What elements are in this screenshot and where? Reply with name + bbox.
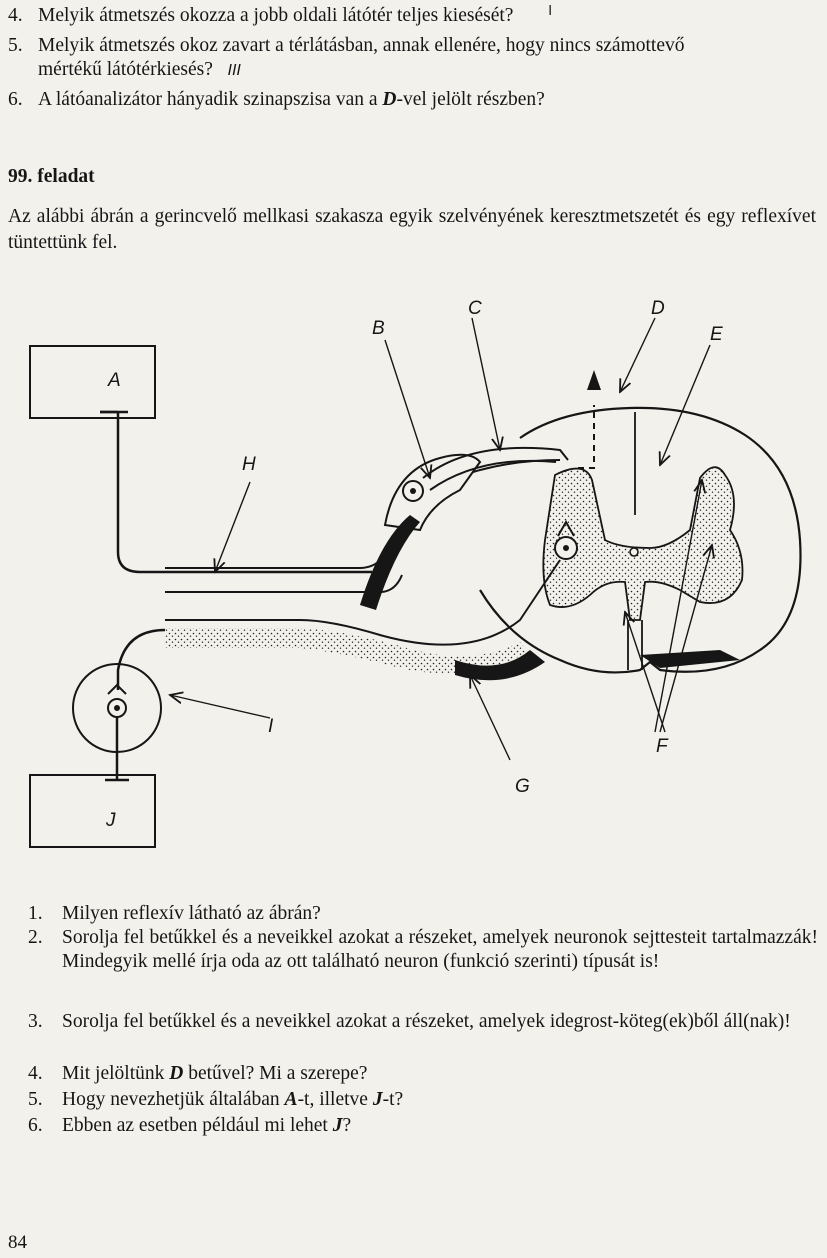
spinal-cord-outline bbox=[479, 406, 802, 674]
label-E: E bbox=[710, 324, 723, 345]
label-C: C bbox=[468, 298, 482, 319]
handwritten-mark: III bbox=[227, 61, 242, 79]
central-canal bbox=[629, 547, 639, 557]
question-2: 2.Sorolja fel betűkkel és a neveikkel az… bbox=[28, 927, 818, 972]
sensory-fiber bbox=[100, 410, 372, 574]
box-J bbox=[29, 774, 156, 848]
box-A bbox=[29, 345, 156, 419]
grey-matter bbox=[542, 466, 744, 621]
question-1: 1.Milyen reflexív látható az ábrán? bbox=[28, 902, 818, 926]
question-text: Melyik átmetszés okozza a jobb oldali lá… bbox=[38, 5, 514, 26]
label-F: F bbox=[656, 736, 669, 757]
handwritten-mark: I bbox=[548, 4, 553, 19]
myelin-band bbox=[165, 628, 528, 674]
question-text: Milyen reflexív látható az ábrán? bbox=[62, 903, 321, 924]
task-title: 99. feladat bbox=[8, 166, 95, 187]
label-I: I bbox=[268, 716, 274, 737]
reflex-arc-diagram: A B C D E H I F G J bbox=[29, 298, 802, 848]
top-question-5: 5. Melyik átmetszés okoz zavart a térlátá… bbox=[8, 34, 818, 82]
top-question-6: 6. A látóanalizátor hányadik szinapszisa … bbox=[8, 88, 545, 112]
question-number: 5. bbox=[8, 35, 23, 56]
spinal-nerve-outer bbox=[165, 459, 561, 569]
question-3: 3.Sorolja fel betűkkel és a neveikkel az… bbox=[28, 1010, 818, 1034]
question-5: 5.Hogy nevezhetjük általában A-t, illetv… bbox=[28, 1089, 404, 1110]
ventral-root bbox=[165, 559, 561, 646]
label-H: H bbox=[242, 454, 256, 475]
dorsal-root bbox=[422, 446, 569, 479]
question-text: Sorolja fel betűkkel és a neveikkel azok… bbox=[62, 1011, 791, 1032]
question-text: A látóanalizátor hányadik szinapszisa va… bbox=[38, 89, 383, 110]
question-number: 4. bbox=[8, 5, 23, 26]
question-text: Melyik átmetszés okoz zavart a térlátásb… bbox=[38, 35, 685, 56]
question-text: Sorolja fel betűkkel és a neveikkel azok… bbox=[62, 927, 818, 972]
label-A: A bbox=[107, 370, 121, 391]
label-J: J bbox=[105, 810, 116, 831]
motor-fiber bbox=[116, 628, 166, 690]
label-D: D bbox=[651, 298, 665, 319]
question-6: 6.Ebben az esetben például mi lehet J? bbox=[28, 1115, 352, 1136]
dorsal-root-ganglion bbox=[383, 453, 482, 532]
question-number: 6. bbox=[8, 89, 23, 110]
task-intro: Az alábbi ábrán a gerincvelő mellkasi sz… bbox=[8, 206, 816, 253]
question-bold-letter: D bbox=[382, 89, 397, 110]
question-text-end: -vel jelölt részben? bbox=[396, 89, 545, 110]
question-4: 4.Mit jelöltünk D betűvel? Mi a szerepe? bbox=[28, 1063, 368, 1084]
question-text-line2: mértékű látótérkiesés? bbox=[38, 59, 213, 80]
top-question-4: 4. Melyik átmetszés okozza a jobb oldali … bbox=[8, 4, 552, 30]
page-number: 84 bbox=[8, 1232, 27, 1253]
ascending-pathway bbox=[578, 405, 595, 469]
ganglion-cell-body bbox=[402, 480, 424, 502]
label-B: B bbox=[372, 318, 385, 339]
label-G: G bbox=[515, 776, 530, 797]
